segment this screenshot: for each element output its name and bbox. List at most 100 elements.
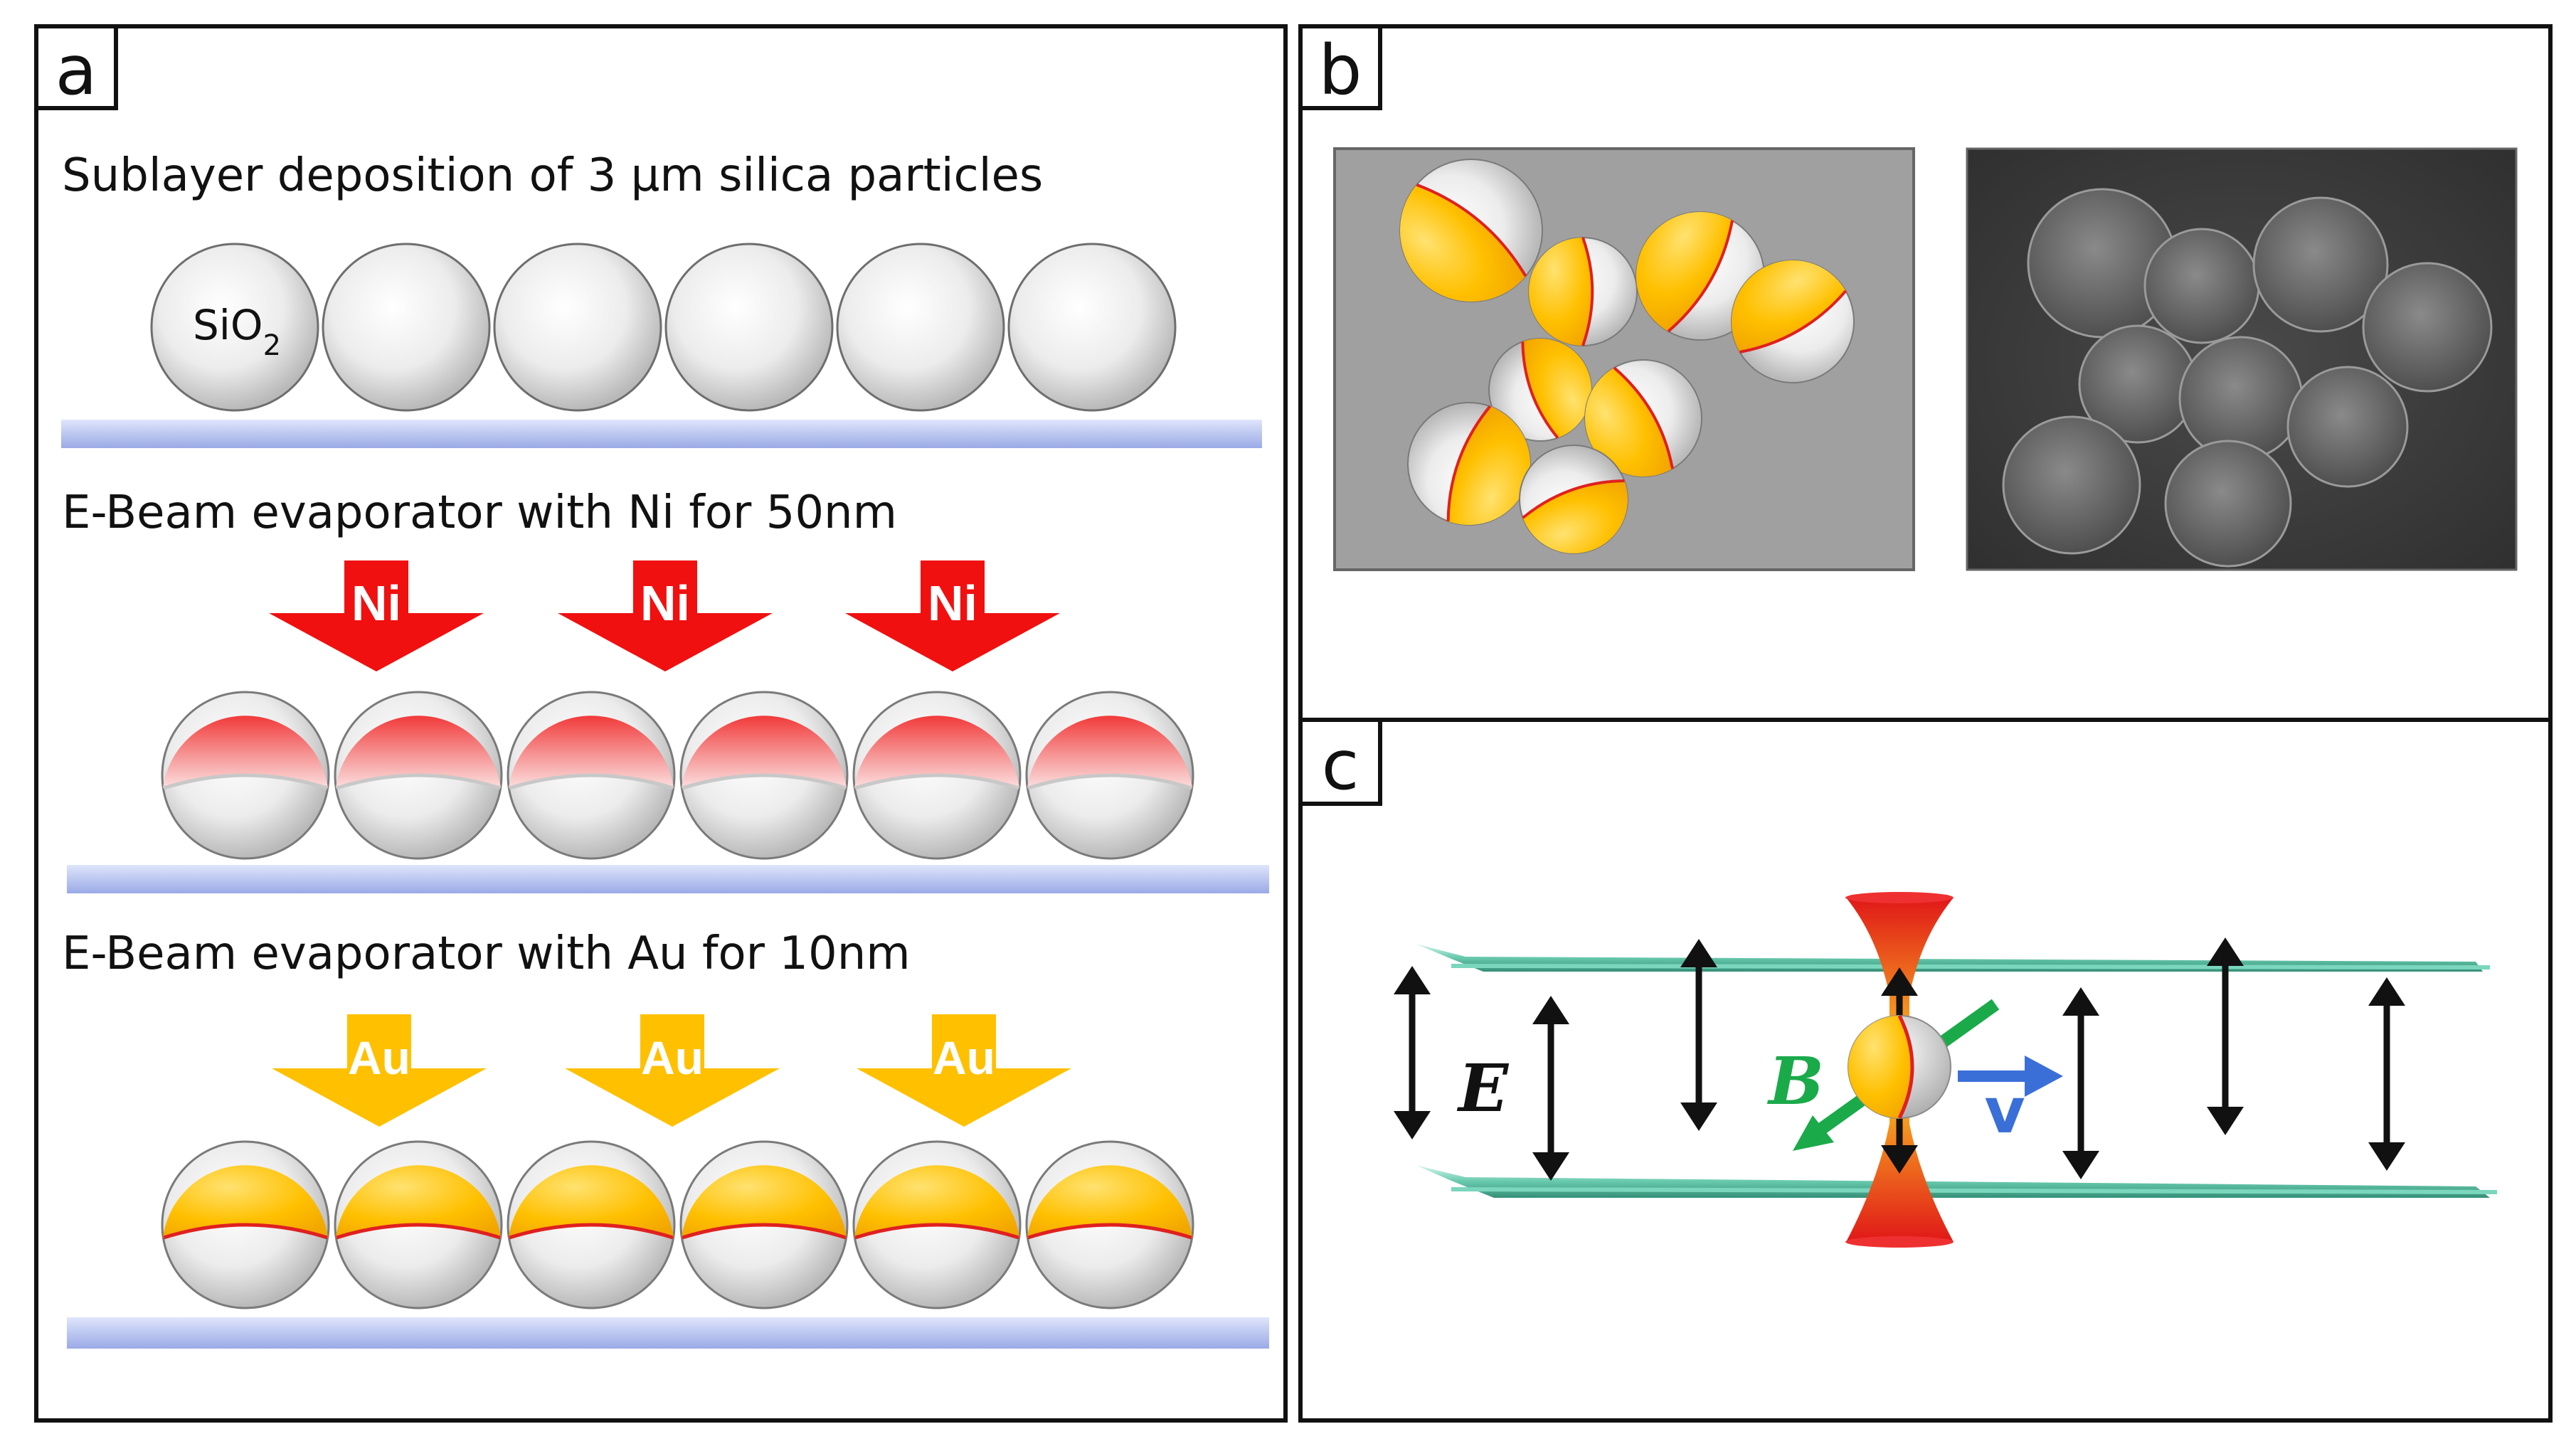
upper-glass-plate [1416,944,2491,972]
silica-particle [322,243,491,412]
au-arrow-label: Au [933,1031,995,1084]
lower-plate-edge [1451,1187,2498,1194]
sem-particle [2252,196,2389,333]
e-field-double-arrow [1532,996,1569,1181]
janus-particle [1399,159,1543,302]
ni-coated-cap [336,716,501,788]
e-arrow-head-down [2207,1107,2244,1135]
ni-arrow-label: Ni [640,575,690,631]
ni-coated-cap [163,716,328,788]
sem-particles [2002,188,2493,568]
e-field-double-arrow [1394,966,1431,1139]
janus-red-edge [1739,289,1847,354]
velocity-arrow [1958,1056,2063,1097]
panel-a-letter: a [55,31,97,110]
silica-particle [664,243,834,412]
janus-particle [1528,237,1638,346]
ni-coated-particle [1025,691,1194,860]
ni-coated-cap [1027,716,1192,788]
janus-particle [1519,445,1628,554]
e-arrow-head-down [2368,1142,2405,1171]
janus-particle [1584,359,1702,477]
au-coated-cap [163,1165,328,1238]
au-coated-edge [682,1223,847,1240]
beam-bottom-cap [1845,1236,1954,1248]
ni-coated-edge [854,773,1019,790]
e-field-arrows [1394,937,2405,1181]
e-arrow-head-down [1881,1145,1918,1174]
ni-coated-cap [509,716,674,788]
beam-top-cap [1845,892,1954,903]
au-coated-particle [334,1140,503,1309]
e-arrow-head-down [1680,1102,1717,1131]
au-coated-edge [509,1223,674,1240]
janus-gold-cap [1732,260,1846,352]
e-field-double-arrow [2368,977,2405,1171]
janus-red-edge [1613,366,1674,469]
panel-a-letter-box [34,24,118,110]
au-arrow [857,1014,1071,1127]
janus-particles [1399,159,1855,554]
au-arrow-label: Au [348,1031,410,1084]
ni-arrow-label: Ni [351,575,401,631]
ni-coated-cap [854,716,1019,788]
substrate-1 [61,420,1262,448]
ni-coated-edge [163,773,328,790]
trapped-janus-particle [1848,1014,1951,1120]
e-arrow-head-up [1532,996,1569,1024]
ni-coated-edge [336,773,501,790]
au-coated-edge [854,1223,1019,1240]
silica-particle [150,243,319,412]
janus-red-edge [1416,183,1527,277]
ni-coated-particle [852,691,1022,860]
janus-gold-cap [1400,184,1526,302]
sio2-label: SiO2 [193,301,281,362]
janus-red-edge [1522,479,1625,519]
au-coated-edge [163,1223,328,1240]
janus-red-edge [1667,220,1734,333]
ni-coated-particle [334,691,503,860]
sem-image [1966,147,2518,571]
step-3-caption: E-Beam evaporator with Au for 10nm [62,928,911,980]
janus-gold-cap [1522,339,1591,438]
e-arrow-head-up [1881,967,1918,996]
au-coated-edge [1027,1223,1192,1240]
trapped-particle-au-cap [1848,1016,1912,1118]
e-field-double-arrow [1680,939,1717,1131]
au-coated-particle [852,1140,1022,1309]
v-arrow-head [2025,1056,2063,1097]
au-coated-particle [679,1140,849,1309]
janus-particle [1407,402,1531,526]
panel-a-border [34,24,1288,1423]
step-2-caption: E-Beam evaporator with Ni for 50nm [62,487,897,539]
panel-b: b [1298,24,2553,722]
panel-b-letter-box [1298,24,1382,110]
e-arrow-head-up [2062,987,2099,1016]
janus-red-edge [1581,237,1594,346]
e-field-label: E [1456,1050,1510,1127]
e-arrow-head-up [1394,966,1431,994]
au-coated-cap [509,1165,674,1238]
au-coated-cap [1027,1165,1192,1238]
silica-particle [1007,243,1177,412]
panel-c-border [1298,718,2553,1423]
au-coated-particle [161,1140,330,1309]
e-arrow-head-down [1532,1152,1569,1181]
e-arrow-head-down [2062,1151,2099,1179]
ni-arrow-label: Ni [928,575,977,631]
panel-c-letter: c [1322,726,1359,805]
janus-red-edge [1521,341,1559,439]
silica-particle [836,243,1005,412]
substrate-3 [67,1317,1269,1349]
sem-particle [2178,336,2304,461]
ni-coated-edge [1027,773,1192,790]
b-field-label: B [1766,1043,1824,1120]
janus-gold-cap [1585,367,1673,477]
janus-gold-cap [1529,238,1593,346]
ni-coated-particle [679,691,849,860]
au-coated-particle [1025,1140,1194,1309]
b-arrow-head [1793,1115,1834,1151]
sem-particle [2164,440,2292,568]
sem-particle [2143,228,2260,344]
silica-particle [493,243,662,412]
